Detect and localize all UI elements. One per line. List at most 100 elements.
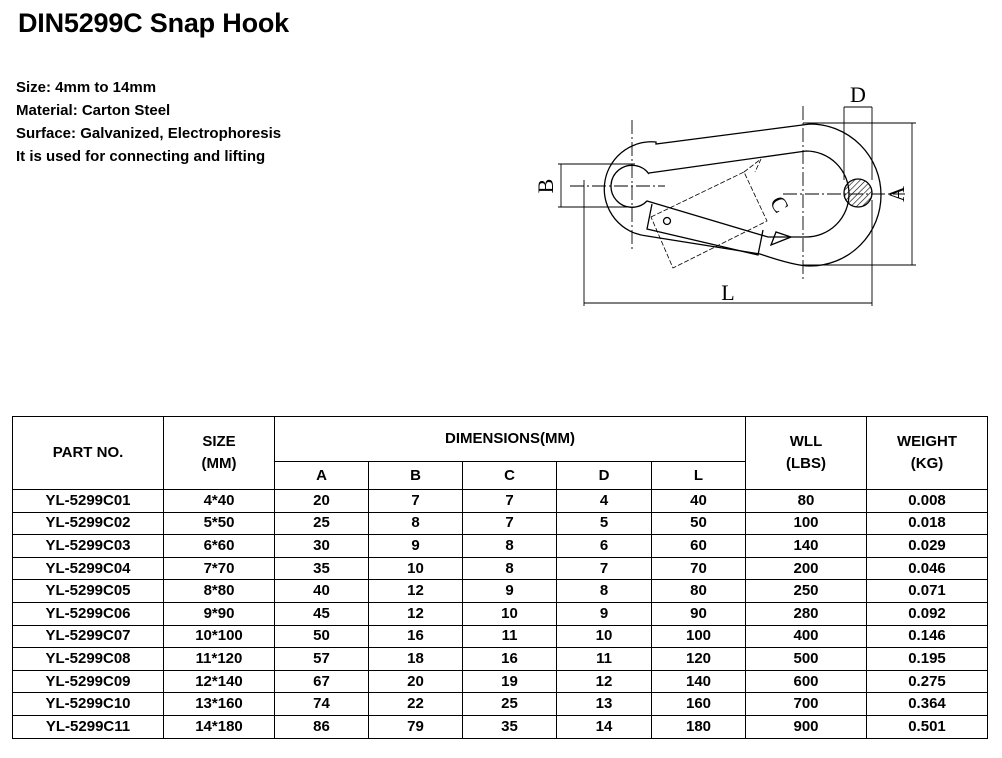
cell-part: YL-5299C10 bbox=[12, 692, 164, 716]
cell-size: 10*100 bbox=[163, 624, 275, 649]
cell-a: 20 bbox=[274, 489, 369, 513]
cell-d: 11 bbox=[556, 647, 652, 671]
snap-hook-diagram: B A D C L bbox=[533, 82, 916, 306]
cell-b: 10 bbox=[368, 556, 463, 581]
cell-d: 6 bbox=[556, 534, 652, 558]
cell-l: 140 bbox=[651, 669, 746, 694]
header-weight: WEIGHT(KG) bbox=[866, 416, 988, 490]
cell-size: 14*180 bbox=[163, 714, 275, 739]
cell-size: 11*120 bbox=[163, 647, 275, 671]
cell-size: 5*50 bbox=[163, 511, 275, 536]
cell-a: 50 bbox=[274, 624, 369, 649]
cell-size: 6*60 bbox=[163, 534, 275, 558]
table-header-row: PART NO. SIZE(MM) DIMENSIONS(MM) WLL(LBS… bbox=[12, 416, 988, 490]
cell-l: 100 bbox=[651, 624, 746, 649]
cell-l: 80 bbox=[651, 579, 746, 603]
cell-part: YL-5299C07 bbox=[12, 624, 164, 649]
cell-b: 12 bbox=[368, 579, 463, 603]
cell-part: YL-5299C05 bbox=[12, 579, 164, 603]
cell-weight: 0.046 bbox=[866, 556, 988, 581]
cell-b: 20 bbox=[368, 669, 463, 694]
cell-b: 12 bbox=[368, 601, 463, 626]
cell-d: 5 bbox=[556, 511, 652, 536]
cell-c: 10 bbox=[462, 601, 557, 626]
cell-l: 120 bbox=[651, 647, 746, 671]
cell-b: 16 bbox=[368, 624, 463, 649]
page-title: DIN5299C Snap Hook bbox=[18, 8, 289, 38]
header-dimensions: DIMENSIONS(MM) bbox=[274, 416, 746, 462]
cell-d: 7 bbox=[556, 556, 652, 581]
cell-a: 35 bbox=[274, 556, 369, 581]
cell-c: 11 bbox=[462, 624, 557, 649]
cell-wll: 100 bbox=[745, 511, 867, 536]
cell-a: 86 bbox=[274, 714, 369, 739]
cell-weight: 0.364 bbox=[866, 692, 988, 716]
cell-part: YL-5299C08 bbox=[12, 647, 164, 671]
header-dim-d: D bbox=[556, 461, 652, 490]
cell-wll: 700 bbox=[745, 692, 867, 716]
cell-size: 12*140 bbox=[163, 669, 275, 694]
spec-list: Size: 4mm to 14mm Material: Carton Steel… bbox=[16, 76, 281, 168]
cell-b: 7 bbox=[368, 489, 463, 513]
spec-table: PART NO. SIZE(MM) DIMENSIONS(MM) WLL(LBS… bbox=[12, 416, 988, 739]
cell-size: 4*40 bbox=[163, 489, 275, 513]
cell-size: 8*80 bbox=[163, 579, 275, 603]
spec-usage: It is used for connecting and lifting bbox=[16, 148, 266, 165]
cell-weight: 0.146 bbox=[866, 624, 988, 649]
header-dim-b: B bbox=[368, 461, 463, 490]
cell-b: 18 bbox=[368, 647, 463, 671]
cell-c: 19 bbox=[462, 669, 557, 694]
cell-size: 9*90 bbox=[163, 601, 275, 626]
cell-d: 8 bbox=[556, 579, 652, 603]
cell-wll: 500 bbox=[745, 647, 867, 671]
cell-d: 12 bbox=[556, 669, 652, 694]
spec-size: Size: 4mm to 14mm bbox=[16, 79, 157, 96]
cell-part: YL-5299C09 bbox=[12, 669, 164, 694]
cell-c: 9 bbox=[462, 579, 557, 603]
cell-weight: 0.195 bbox=[866, 647, 988, 671]
header-dim-a: A bbox=[274, 461, 369, 490]
header-wll: WLL(LBS) bbox=[745, 416, 867, 490]
cell-size: 13*160 bbox=[163, 692, 275, 716]
cell-d: 13 bbox=[556, 692, 652, 716]
cell-c: 7 bbox=[462, 489, 557, 513]
cell-wll: 140 bbox=[745, 534, 867, 558]
cell-wll: 400 bbox=[745, 624, 867, 649]
cell-part: YL-5299C03 bbox=[12, 534, 164, 558]
cell-d: 9 bbox=[556, 601, 652, 626]
cell-b: 8 bbox=[368, 511, 463, 536]
cell-b: 79 bbox=[368, 714, 463, 739]
cell-wll: 200 bbox=[745, 556, 867, 581]
dim-label-a: A bbox=[884, 186, 909, 202]
header-dim-c: C bbox=[462, 461, 557, 490]
spec-surface: Surface: Galvanized, Electrophoresis bbox=[16, 125, 282, 142]
cell-a: 25 bbox=[274, 511, 369, 536]
cell-size: 7*70 bbox=[163, 556, 275, 581]
header-part-no: PART NO. bbox=[12, 416, 164, 490]
cell-c: 8 bbox=[462, 556, 557, 581]
cell-wll: 600 bbox=[745, 669, 867, 694]
cell-part: YL-5299C04 bbox=[12, 556, 164, 581]
cell-part: YL-5299C02 bbox=[12, 511, 164, 536]
cell-weight: 0.071 bbox=[866, 579, 988, 603]
header-size: SIZE(MM) bbox=[163, 416, 275, 490]
cell-b: 9 bbox=[368, 534, 463, 558]
cell-d: 10 bbox=[556, 624, 652, 649]
cell-d: 4 bbox=[556, 489, 652, 513]
table-subheader-row: A B C D L bbox=[13, 461, 988, 490]
cell-wll: 80 bbox=[745, 489, 867, 513]
cell-a: 40 bbox=[274, 579, 369, 603]
cell-wll: 280 bbox=[745, 601, 867, 626]
cell-l: 40 bbox=[651, 489, 746, 513]
cell-weight: 0.275 bbox=[866, 669, 988, 694]
header-dim-l: L bbox=[651, 461, 746, 490]
cell-c: 7 bbox=[462, 511, 557, 536]
cell-l: 180 bbox=[651, 714, 746, 739]
